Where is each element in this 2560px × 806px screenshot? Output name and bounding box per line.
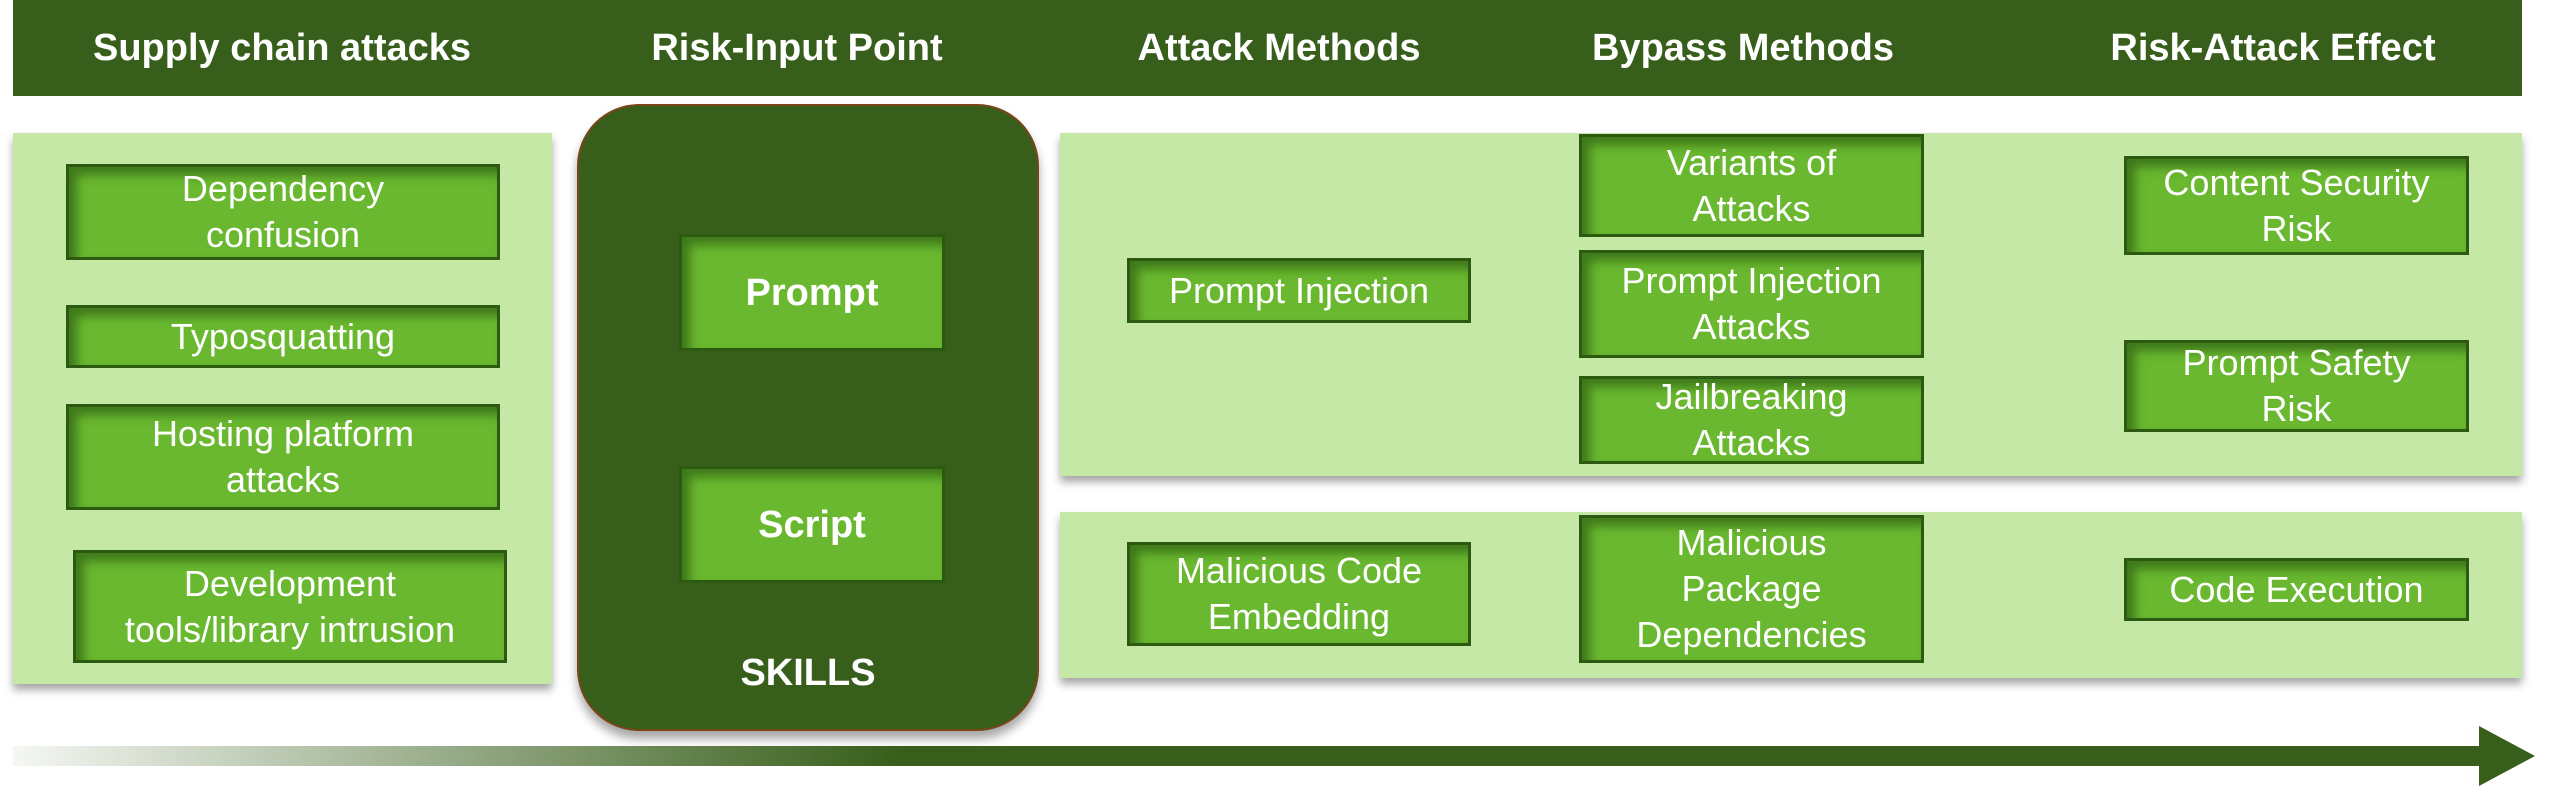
flow-arrowhead-icon — [2479, 726, 2535, 786]
flow-arrow-shaft — [13, 746, 2483, 766]
prompt-injection-box: Prompt Injection — [1127, 258, 1471, 323]
hosting-platform-attacks-box: Hosting platform attacks — [66, 404, 500, 510]
prompt-box: Prompt — [679, 234, 945, 351]
dependency-confusion-box: Dependency confusion — [66, 164, 500, 260]
prompt-injection-attacks-box: Prompt Injection Attacks — [1579, 250, 1924, 358]
typosquatting-box: Typosquatting — [66, 305, 500, 368]
header-bypass-methods: Bypass Methods — [1592, 27, 1894, 69]
script-box: Script — [679, 466, 945, 583]
malicious-code-embedding-box: Malicious Code Embedding — [1127, 542, 1471, 646]
jailbreaking-attacks-box: Jailbreaking Attacks — [1579, 376, 1924, 464]
skills-label: SKILLS — [740, 652, 876, 694]
header-supply-chain-attacks: Supply chain attacks — [92, 27, 472, 69]
variants-of-attacks-box: Variants of Attacks — [1579, 134, 1924, 237]
header-risk-input-point: Risk-Input Point — [651, 27, 943, 69]
header-risk-attack-effect: Risk-Attack Effect — [2110, 27, 2436, 69]
skills-container — [577, 104, 1039, 731]
column-header-bar: Supply chain attacks Risk-Input Point At… — [13, 0, 2522, 96]
flow-arrow — [13, 726, 2535, 786]
header-attack-methods: Attack Methods — [1137, 27, 1421, 69]
dev-tools-library-intrusion-box: Development tools/library intrusion — [73, 550, 507, 663]
prompt-safety-risk-box: Prompt Safety Risk — [2124, 340, 2469, 432]
code-execution-box: Code Execution — [2124, 558, 2469, 621]
malicious-package-dependencies-box: Malicious Package Dependencies — [1579, 515, 1924, 663]
content-security-risk-box: Content Security Risk — [2124, 156, 2469, 255]
